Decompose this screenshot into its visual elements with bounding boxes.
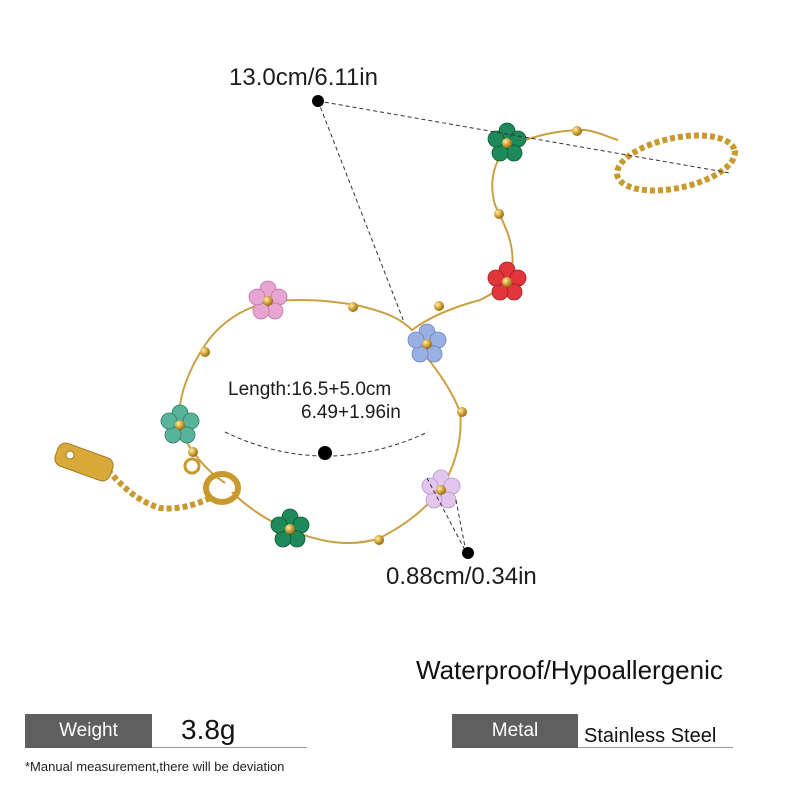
bracelet-chain-lower <box>231 339 462 544</box>
span-marker-dot <box>312 95 324 107</box>
flower-mint <box>160 404 200 444</box>
lobster-clasp <box>203 471 241 505</box>
weight-underline <box>152 747 307 748</box>
metal-label: Metal <box>452 714 578 748</box>
measurement-lines <box>224 100 731 553</box>
weight-label: Weight <box>25 714 152 748</box>
length-dimension-line2: 6.49+1.96in <box>301 402 401 423</box>
extender-chain <box>105 468 212 512</box>
feature-text: Waterproof/Hypoallergenic <box>416 655 723 685</box>
gold-beads <box>188 126 582 545</box>
flower-pink <box>248 280 288 320</box>
metal-underline <box>578 747 733 748</box>
flower-size-marker-dot <box>462 547 474 559</box>
flower-size-label: 0.88cm/0.34in <box>386 563 537 590</box>
ring-chain <box>614 132 738 194</box>
extender-tag <box>54 442 114 482</box>
flower-red <box>487 261 527 301</box>
bracelet-chain <box>178 128 619 484</box>
flower-green-top <box>487 122 527 162</box>
span-dimension-label: 13.0cm/6.11in <box>229 64 378 91</box>
flower-blue <box>407 323 447 363</box>
weight-value: 3.8g <box>181 714 236 745</box>
length-dimension-line1: Length:16.5+5.0cm <box>228 379 392 400</box>
disclaimer-note: *Manual measurement,there will be deviat… <box>25 759 285 774</box>
flower-lilac <box>421 469 461 509</box>
flower-green-bottom <box>270 508 310 548</box>
length-marker-dot <box>318 446 332 460</box>
metal-value: Stainless Steel <box>584 725 717 747</box>
